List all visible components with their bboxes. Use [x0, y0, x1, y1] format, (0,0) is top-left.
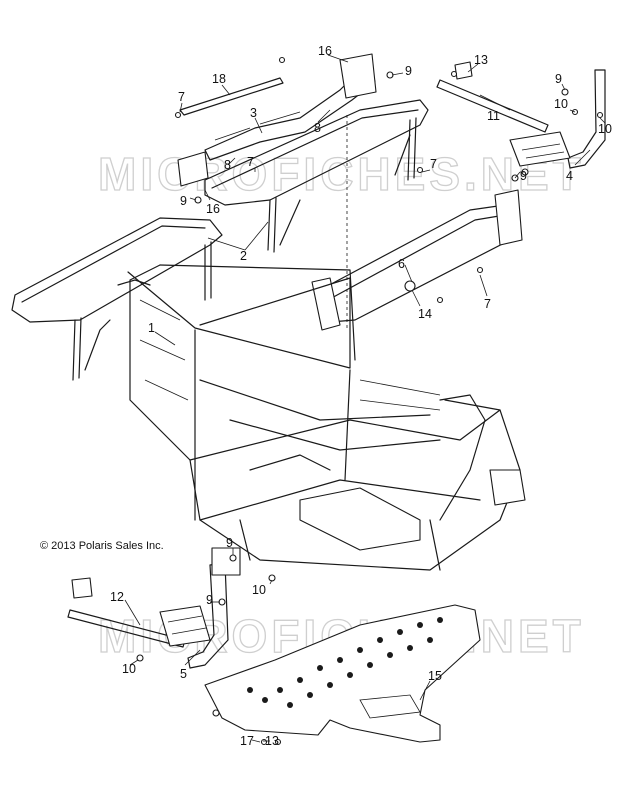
left-step-bracket: [67, 547, 241, 669]
callout-12: 12: [110, 590, 124, 604]
callout-3: 3: [250, 106, 257, 120]
callout-6: 6: [398, 257, 405, 271]
callout-7c: 7: [430, 157, 437, 171]
cargo-rail-right: [204, 99, 429, 253]
callout-10d: 10: [122, 662, 136, 676]
callout-9b: 9: [180, 194, 187, 208]
callout-17: 17: [240, 734, 254, 748]
callout-18: 18: [212, 72, 226, 86]
callout-13a: 13: [474, 53, 488, 67]
callout-4: 4: [566, 169, 573, 183]
upper-cross-rail: [177, 53, 377, 187]
main-frame: [127, 264, 526, 571]
callout-8a: 8: [314, 121, 321, 135]
callout-7d: 7: [484, 297, 491, 311]
callout-7a: 7: [178, 90, 185, 104]
callout-10c: 10: [252, 583, 266, 597]
callouts: 1 2 3 4 5 6 7 7 7 7 8 8 9 9 9 9 9 9 10 1…: [110, 44, 612, 748]
callout-11: 11: [487, 109, 500, 123]
callout-9e: 9: [226, 536, 233, 550]
callout-10a: 10: [554, 97, 568, 111]
callout-9a: 9: [405, 64, 412, 78]
callout-14: 14: [418, 307, 432, 321]
callout-13b: 13: [265, 734, 279, 748]
leader-lines: [124, 54, 606, 743]
right-step-bracket: [436, 61, 606, 169]
rear-cross-member: [311, 189, 523, 331]
callout-10b: 10: [598, 122, 612, 136]
callout-16a: 16: [318, 44, 332, 58]
callout-8b: 8: [224, 158, 231, 172]
callout-9f: 9: [206, 593, 213, 607]
callout-7b: 7: [247, 155, 254, 169]
callout-16b: 16: [206, 202, 220, 216]
copyright-notice: © 2013 Polaris Sales Inc.: [40, 540, 164, 552]
cargo-rail-left: [11, 217, 223, 381]
callout-5: 5: [180, 667, 187, 681]
callout-1: 1: [148, 321, 155, 335]
callout-9c: 9: [520, 169, 527, 183]
callout-9d: 9: [555, 72, 562, 86]
watermark-top: MICROFICHES.NET: [98, 148, 585, 200]
skid-plate: [204, 604, 481, 743]
callout-2: 2: [240, 249, 247, 263]
callout-15: 15: [428, 669, 442, 683]
